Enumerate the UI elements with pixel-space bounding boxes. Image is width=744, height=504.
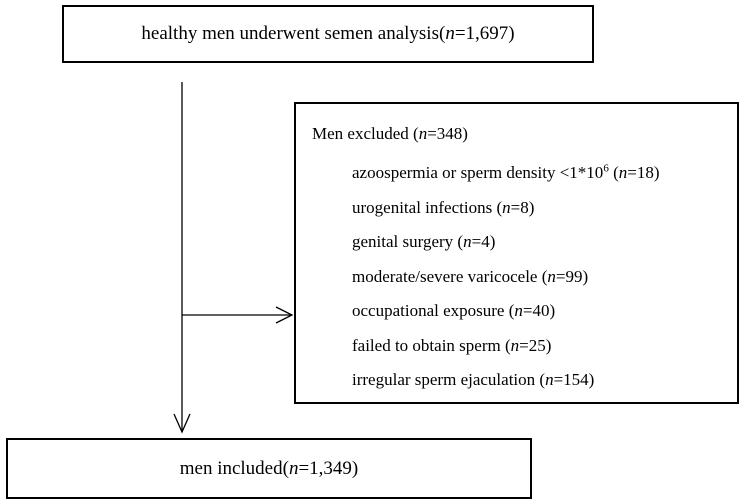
exclusion-item: genital surgery (n=4)	[352, 232, 496, 251]
exclusion-list: azoospermia or sperm density <1*106 (n=1…	[352, 161, 659, 403]
right-arrowhead	[275, 306, 294, 324]
exclusion-title: Men excluded (n=348)	[312, 124, 468, 143]
down-arrowhead	[173, 413, 191, 434]
exclusion-item: azoospermia or sperm density <1*106 (n=1…	[352, 162, 660, 182]
enrollment-box: healthy men underwent semen analysis(n=1…	[62, 5, 594, 63]
included-label: men included(n=1,349)	[179, 457, 359, 479]
exclusion-item: occupational exposure (n=40)	[352, 301, 556, 320]
exclusion-item: moderate/severe varicocele (n=99)	[352, 266, 589, 286]
exclusion-item: irregular sperm ejaculation (n=154)	[352, 370, 595, 389]
enrollment-label: healthy men underwent semen analysis(n=1…	[141, 23, 515, 44]
exclusion-item: urogenital infections (n=8)	[352, 197, 535, 217]
exclusion-item: failed to obtain sperm (n=25)	[352, 335, 552, 355]
included-box: men included(n=1,349)	[6, 438, 532, 499]
exclusion-box: Men excluded (n=348) azoospermia or sper…	[294, 102, 739, 404]
